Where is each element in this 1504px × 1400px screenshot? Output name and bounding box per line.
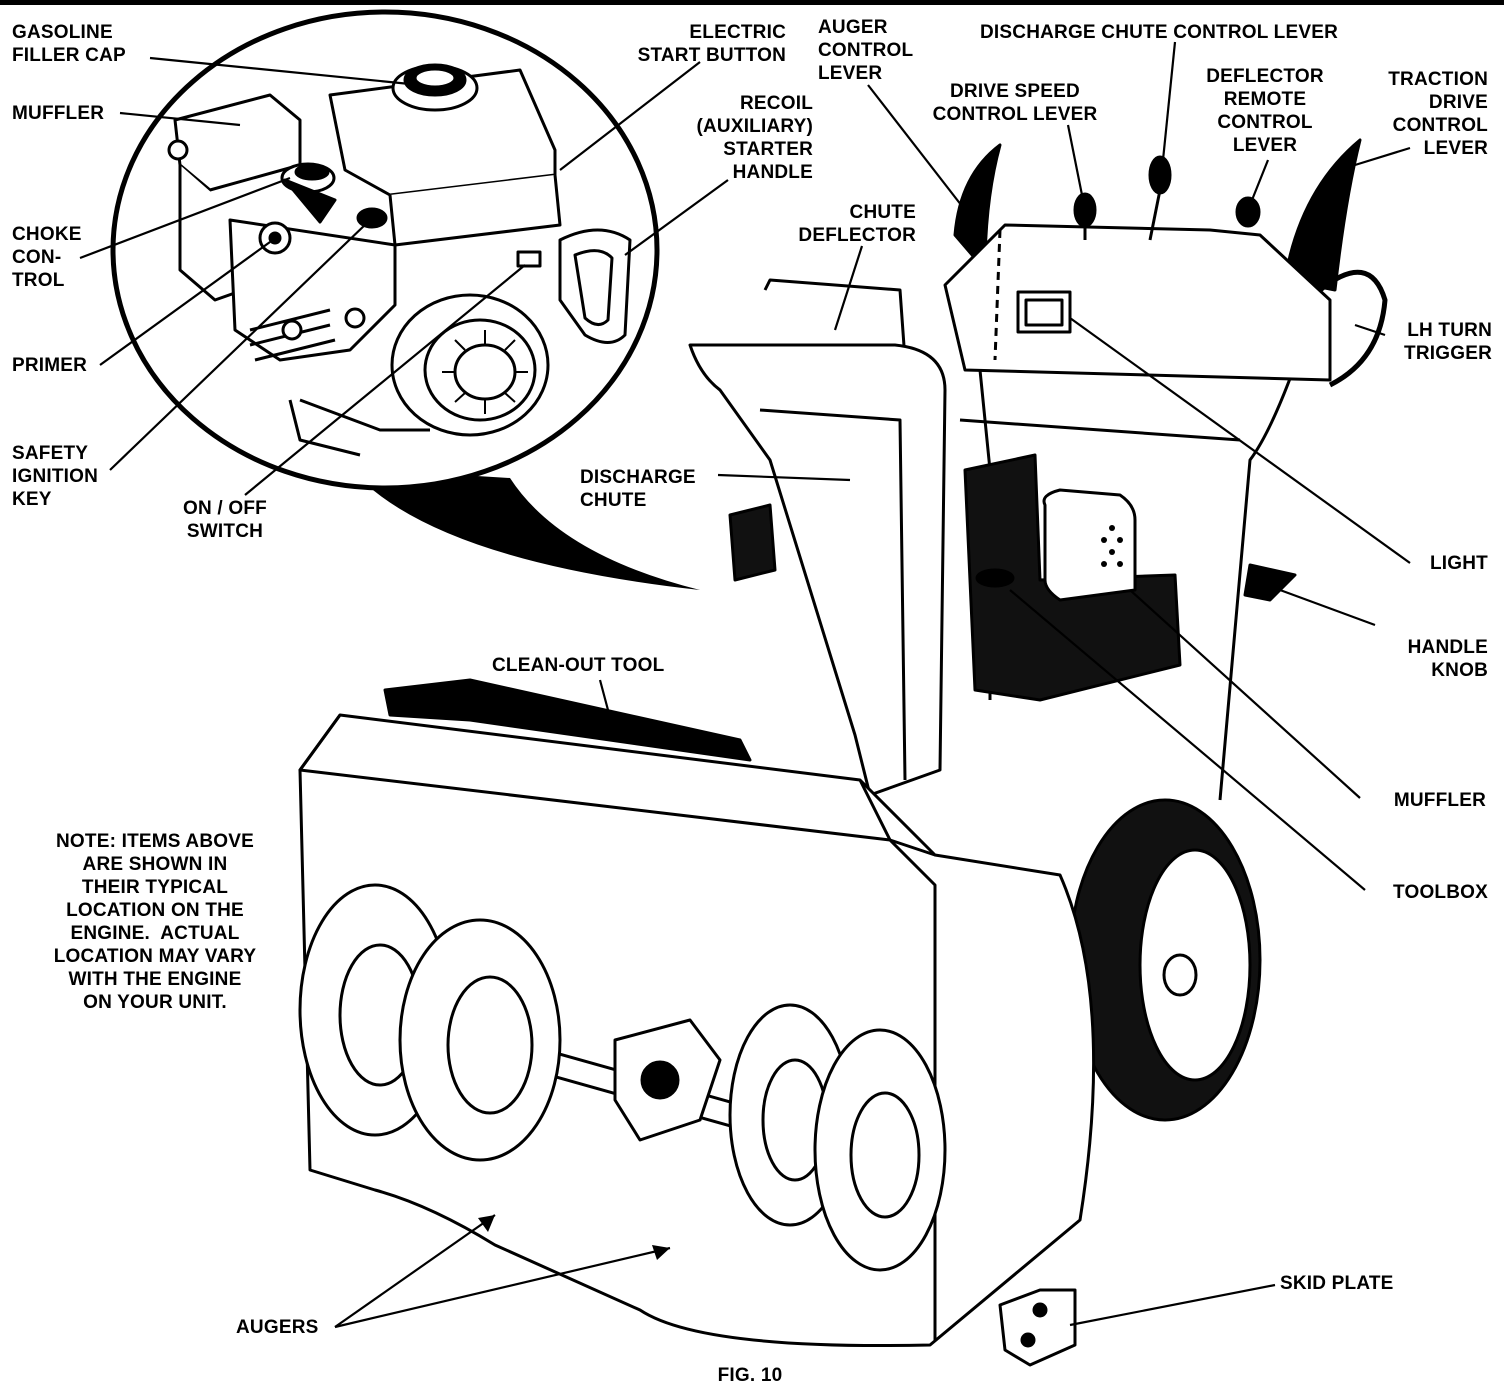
label-drive-speed-control-lever: DRIVE SPEED CONTROL LEVER: [932, 81, 1098, 125]
label-light: LIGHT: [1430, 553, 1488, 574]
top-rule: [0, 0, 1504, 5]
snowblower-illustration: [298, 138, 1388, 1367]
label-clean-out-tool: CLEAN-OUT TOOL: [492, 655, 665, 676]
label-skid-plate: SKID PLATE: [1280, 1273, 1394, 1294]
label-muffler-engine: MUFFLER: [12, 103, 105, 124]
figure-caption: FIG. 10: [717, 1365, 783, 1386]
label-choke-control: CHOKE CON- TROL: [12, 224, 82, 291]
label-primer: PRIMER: [12, 355, 88, 376]
label-on-off-switch: ON / OFF SWITCH: [183, 498, 267, 542]
label-augers: AUGERS: [236, 1317, 319, 1338]
leader-lines: [79, 41, 1411, 1329]
label-deflector-remote-control-lever: DEFLECTOR REMOTE CONTROL LEVER: [1206, 66, 1324, 156]
label-traction-drive-control-lever: TRACTION DRIVE CONTROL LEVER: [1388, 69, 1488, 159]
label-discharge-chute-control-lever: DISCHARGE CHUTE CONTROL LEVER: [980, 22, 1339, 43]
label-toolbox: TOOLBOX: [1393, 882, 1488, 903]
label-handle-knob: HANDLE KNOB: [1407, 637, 1488, 681]
label-discharge-chute: DISCHARGE CHUTE: [580, 467, 696, 511]
label-lh-turn-trigger: LH TURN TRIGGER: [1404, 320, 1492, 364]
label-gasoline-filler-cap: GASOLINE FILLER CAP: [12, 22, 126, 66]
label-electric-start-button: ELECTRIC START BUTTON: [637, 22, 786, 66]
leader-arrowheads: [478, 1215, 670, 1260]
label-muffler-machine: MUFFLER: [1393, 790, 1486, 811]
label-recoil-starter-handle: RECOIL (AUXILIARY) STARTER HANDLE: [696, 93, 813, 183]
label-chute-deflector: CHUTE DEFLECTOR: [798, 202, 916, 246]
label-safety-ignition-key: SAFETY IGNITION KEY: [12, 443, 99, 510]
note-text: NOTE: ITEMS ABOVE ARE SHOWN IN THEIR TYP…: [53, 831, 257, 1013]
engine-illustration: [167, 63, 632, 457]
label-auger-control-lever: AUGER CONTROL LEVER: [818, 17, 914, 84]
